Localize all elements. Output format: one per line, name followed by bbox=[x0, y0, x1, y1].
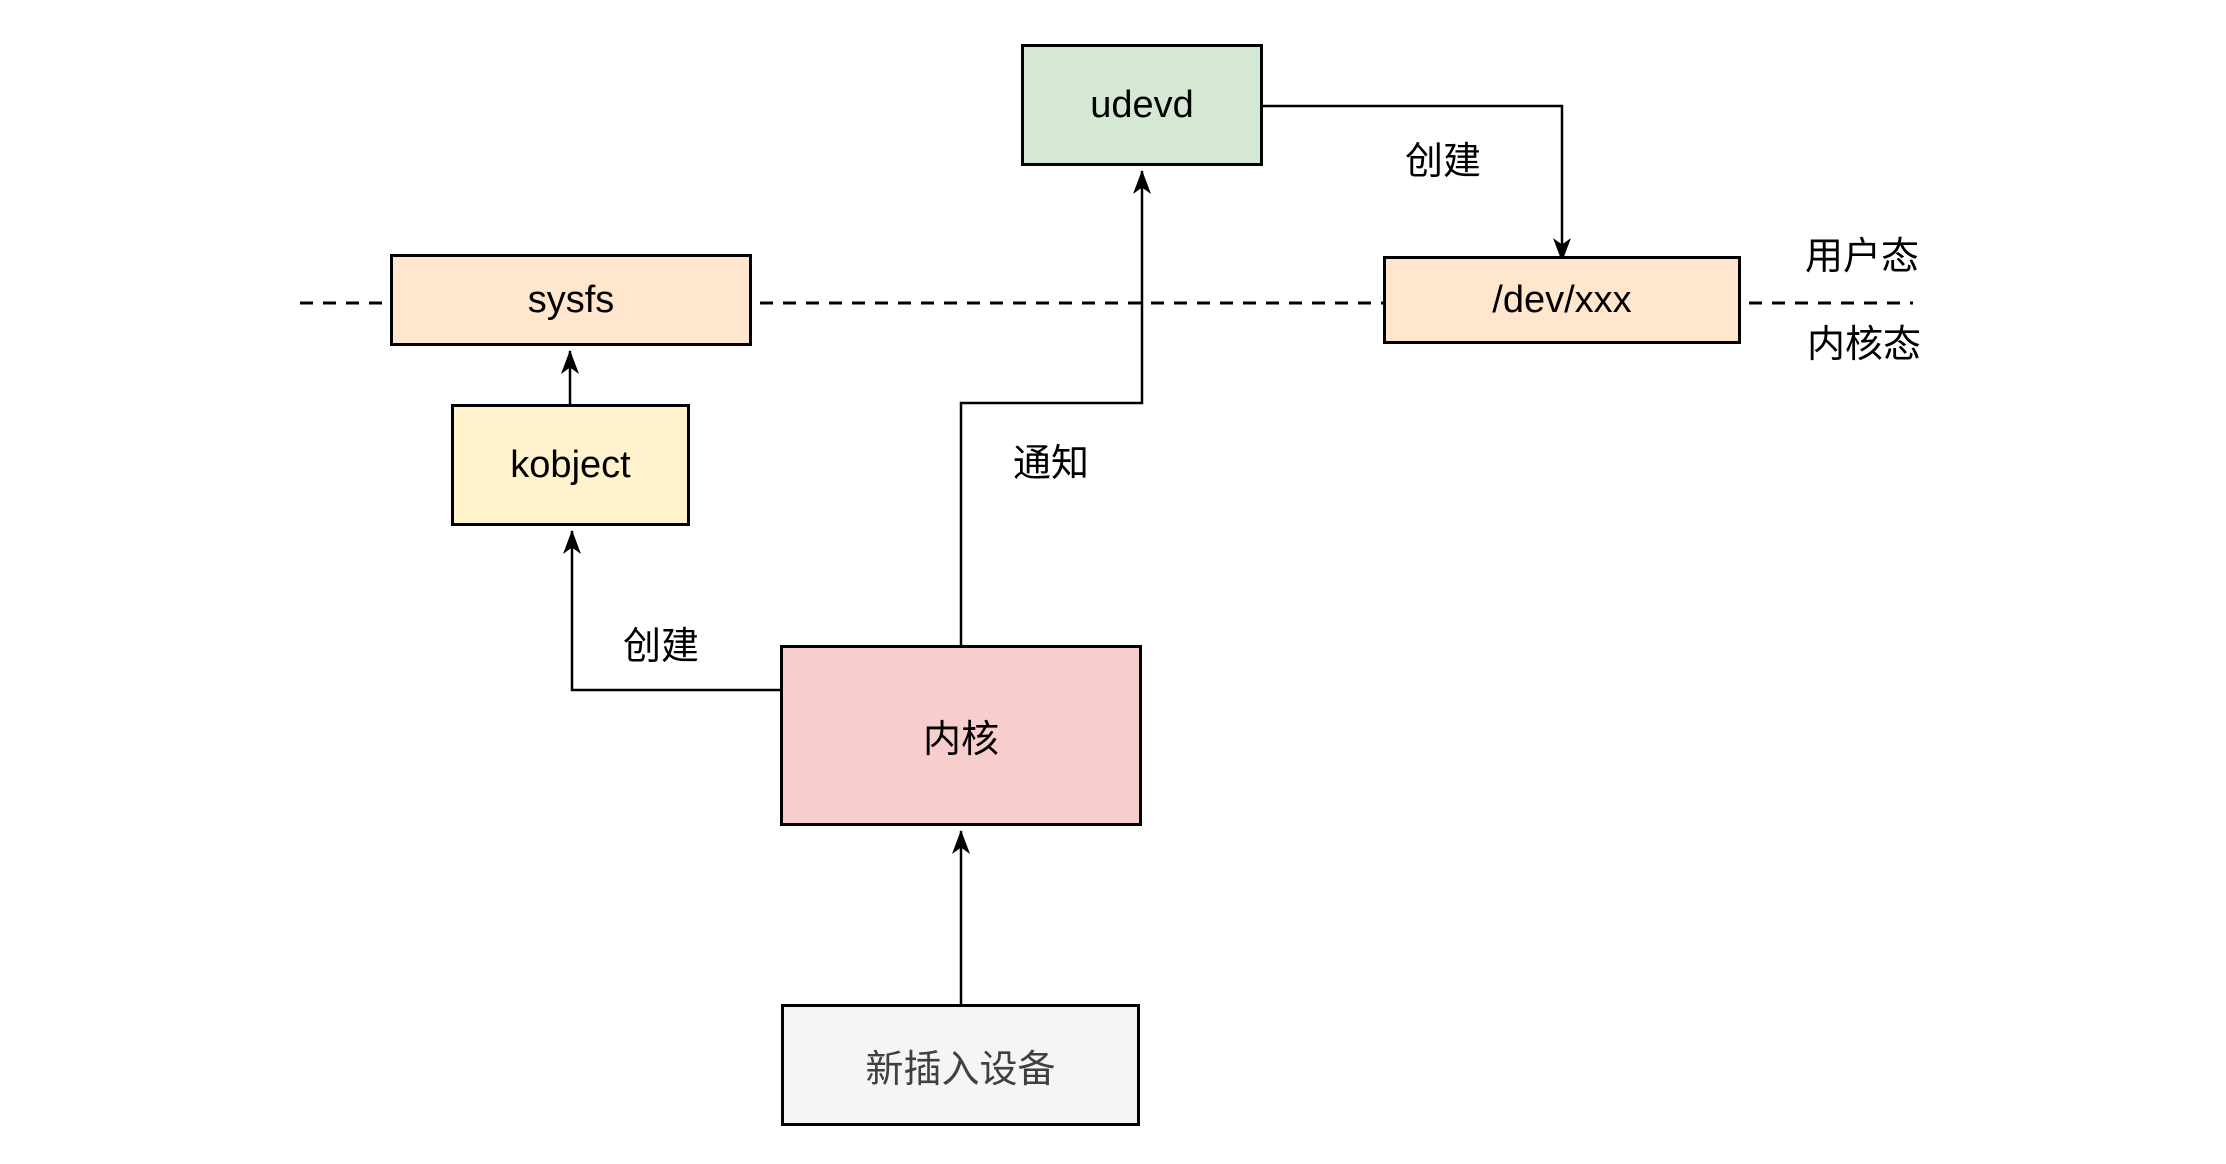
edge-kernel-to-kobject bbox=[563, 530, 780, 692]
node-udevd: udevd bbox=[1021, 44, 1263, 166]
edge-udevd-to-devxxx bbox=[1263, 104, 1571, 262]
edge-label-notify: 通知 bbox=[1013, 443, 1090, 485]
node-new-device: 新插入设备 bbox=[781, 1004, 1140, 1126]
node-dev-xxx-label: /dev/xxx bbox=[1492, 278, 1632, 321]
node-kernel-label: 内核 bbox=[922, 719, 999, 761]
region-label-kernel-mode: 内核态 bbox=[1807, 324, 1922, 366]
node-dev-xxx: /dev/xxx bbox=[1383, 256, 1741, 344]
node-sysfs-label: sysfs bbox=[527, 278, 615, 321]
edge-kernel-to-udevd bbox=[959, 170, 1151, 645]
region-label-user-mode: 用户态 bbox=[1805, 236, 1920, 278]
node-kernel: 内核 bbox=[780, 645, 1142, 826]
node-sysfs: sysfs bbox=[390, 254, 752, 346]
node-kobject: kobject bbox=[451, 404, 690, 526]
node-kobject-label: kobject bbox=[510, 443, 631, 486]
node-new-device-label: 新插入设备 bbox=[865, 1048, 1056, 1091]
edge-label-create-devnode: 创建 bbox=[1405, 141, 1482, 183]
node-udevd-label: udevd bbox=[1090, 83, 1194, 126]
edge-label-create-kobject: 创建 bbox=[623, 626, 700, 668]
